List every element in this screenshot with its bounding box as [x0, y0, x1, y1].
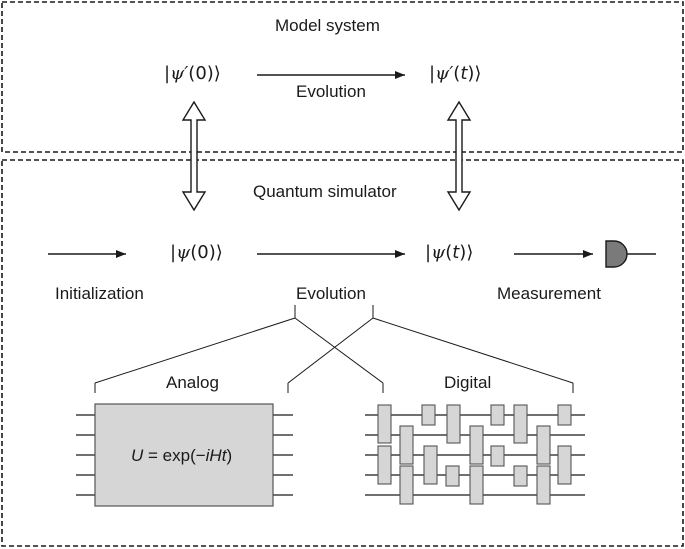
digital-gate	[490, 404, 505, 426]
model-initial-state: |ψ′(0)⟩	[164, 63, 221, 84]
digital-gate	[399, 465, 414, 505]
measurement-label: Measurement	[497, 284, 601, 303]
quantum-simulator-title: Quantum simulator	[253, 182, 397, 201]
digital-gate	[445, 465, 460, 487]
digital-gate	[557, 404, 572, 426]
digital-gate	[513, 404, 528, 444]
analog-circuit	[76, 403, 293, 507]
analog-formula: U = exp(−iHt)	[131, 446, 233, 465]
digital-label: Digital	[444, 373, 492, 392]
simulator-evolution-label: Evolution	[296, 284, 366, 303]
digital-gate	[399, 425, 414, 465]
simulator-initial-state: |ψ(0)⟩	[170, 242, 223, 263]
model-evolution-label: Evolution	[296, 82, 366, 101]
initialization-label: Initialization	[55, 284, 144, 303]
digital-circuit	[365, 404, 585, 505]
digital-gate	[536, 425, 551, 465]
model-system-title: Model system	[275, 16, 380, 35]
digital-gate	[513, 465, 528, 487]
mapping-arrow-right	[446, 100, 472, 212]
digital-gate	[377, 445, 392, 485]
analog-unitary-box	[94, 403, 274, 507]
digital-gate	[423, 445, 438, 485]
model-system-panel	[1, 1, 684, 153]
digital-gate	[446, 404, 461, 444]
quantum-simulator-panel	[1, 159, 684, 547]
digital-gate	[557, 445, 572, 485]
digital-gate	[490, 445, 505, 467]
digital-gate	[377, 404, 392, 444]
analog-label: Analog	[166, 373, 219, 392]
model-final-state: |ψ′(t)⟩	[429, 63, 482, 84]
evolution-branch-lines	[94, 305, 574, 393]
digital-gate	[536, 465, 551, 505]
detector-icon	[605, 240, 656, 268]
digital-gate	[469, 425, 484, 465]
digital-gate	[469, 465, 484, 505]
simulator-final-state: |ψ(t)⟩	[425, 242, 474, 263]
mapping-arrow-left	[181, 100, 207, 212]
digital-gate	[421, 404, 436, 426]
